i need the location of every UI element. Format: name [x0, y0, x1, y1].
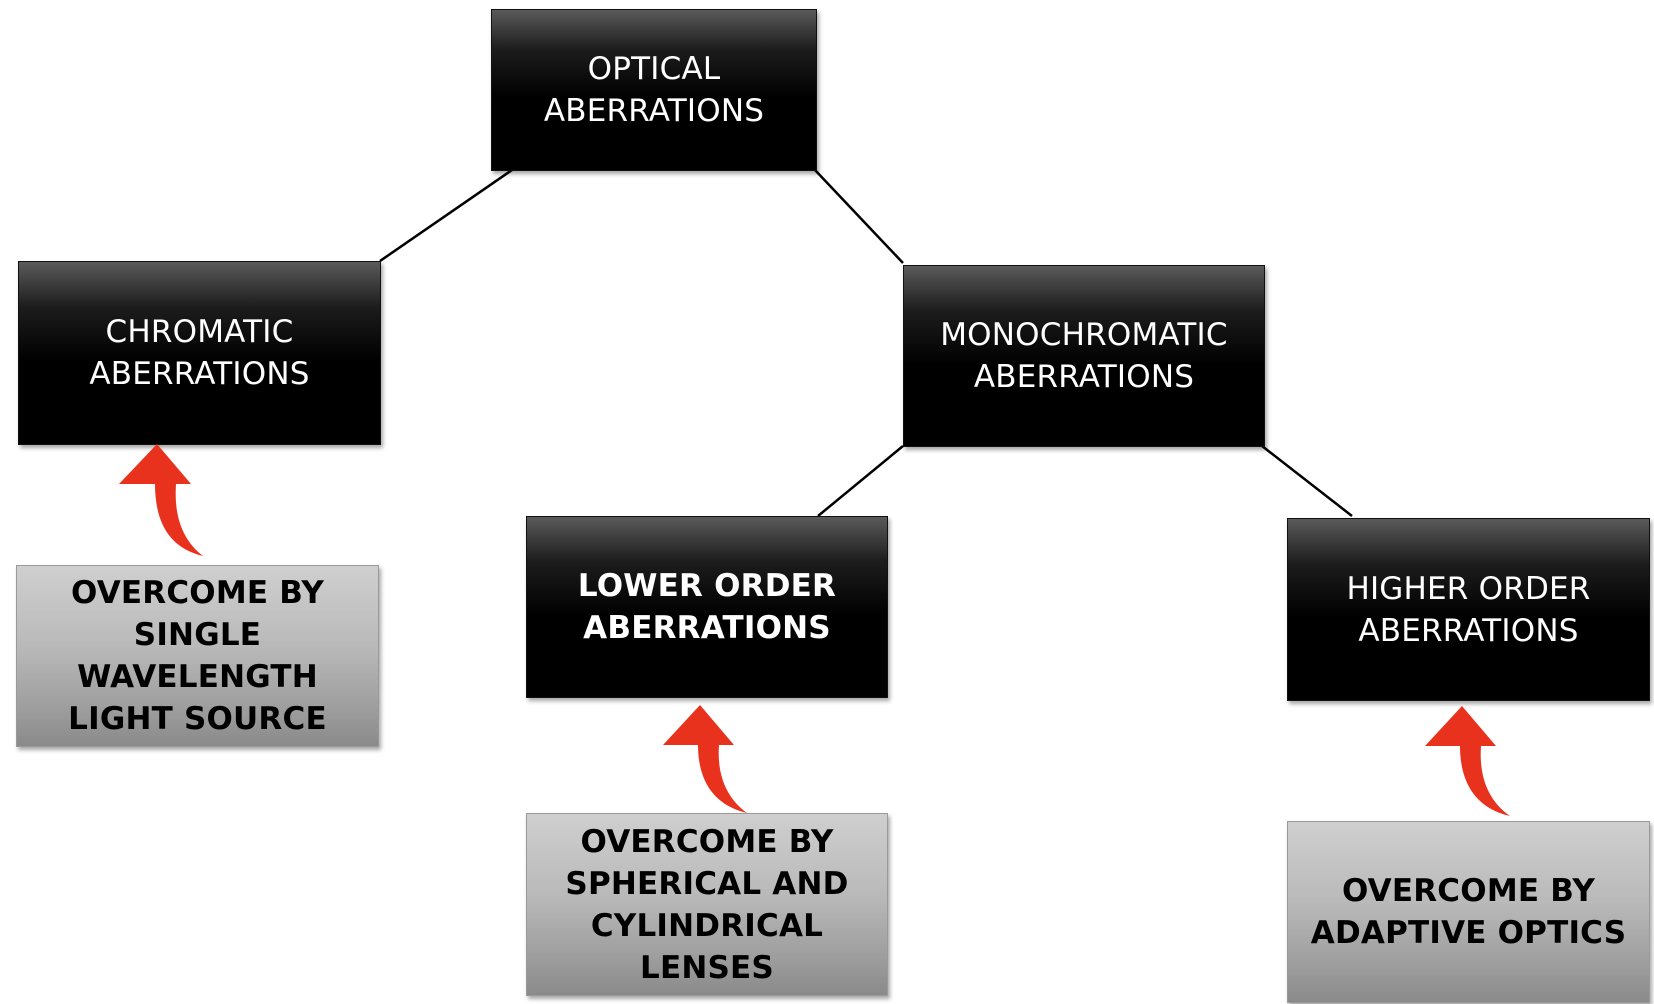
- curved-up-arrow-icon: [1425, 706, 1510, 816]
- node-lower-order-line2: ABERRATIONS: [583, 610, 831, 646]
- curved-up-arrow-icon: [663, 705, 747, 813]
- solution-chromatic-line3: LIGHT SOURCE: [68, 701, 327, 737]
- solution-adaptive-optics: OVERCOME BY ADAPTIVE OPTICS: [1287, 821, 1650, 1003]
- solution-spherical-cylindrical-lenses: OVERCOME BY SPHERICAL AND CYLINDRICAL LE…: [526, 813, 888, 996]
- solution-higher-order-line2: ADAPTIVE OPTICS: [1310, 915, 1627, 951]
- node-higher-order-aberrations: HIGHER ORDER ABERRATIONS: [1287, 518, 1650, 701]
- solution-single-wavelength: OVERCOME BY SINGLE WAVELENGTH LIGHT SOUR…: [16, 565, 379, 747]
- node-monochromatic-line2: ABERRATIONS: [973, 359, 1195, 395]
- solution-chromatic-line2: SINGLE WAVELENGTH: [77, 617, 318, 695]
- node-optical-aberrations: OPTICAL ABERRATIONS: [491, 9, 817, 171]
- node-lower-order-line1: LOWER ORDER: [577, 568, 837, 604]
- connector-monochromatic-lower: [817, 445, 904, 517]
- node-optical-line2: ABERRATIONS: [543, 93, 765, 129]
- connector-optical-monochromatic: [814, 169, 904, 264]
- solution-lower-order-line3: CYLINDRICAL LENSES: [590, 907, 824, 986]
- solution-higher-order-line1: OVERCOME BY: [1341, 873, 1596, 909]
- node-higher-order-line2: ABERRATIONS: [1358, 612, 1579, 649]
- node-monochromatic-aberrations: MONOCHROMATIC ABERRATIONS: [903, 265, 1265, 447]
- node-optical-line1: OPTICAL: [587, 51, 721, 87]
- node-lower-order-aberrations: LOWER ORDER ABERRATIONS: [526, 516, 888, 698]
- connector-monochromatic-higher: [1261, 445, 1353, 517]
- solution-chromatic-line1: OVERCOME BY: [70, 575, 325, 611]
- solution-lower-order-line1: OVERCOME BY: [580, 823, 834, 860]
- solution-lower-order-line2: SPHERICAL AND: [565, 865, 849, 902]
- node-chromatic-line1: CHROMATIC: [105, 314, 294, 350]
- node-monochromatic-line1: MONOCHROMATIC: [940, 317, 1228, 353]
- node-higher-order-line1: HIGHER ORDER: [1346, 570, 1591, 607]
- node-chromatic-aberrations: CHROMATIC ABERRATIONS: [18, 261, 381, 445]
- curved-up-arrow-icon: [119, 444, 203, 556]
- node-chromatic-line2: ABERRATIONS: [89, 356, 310, 392]
- connector-optical-chromatic: [379, 168, 513, 263]
